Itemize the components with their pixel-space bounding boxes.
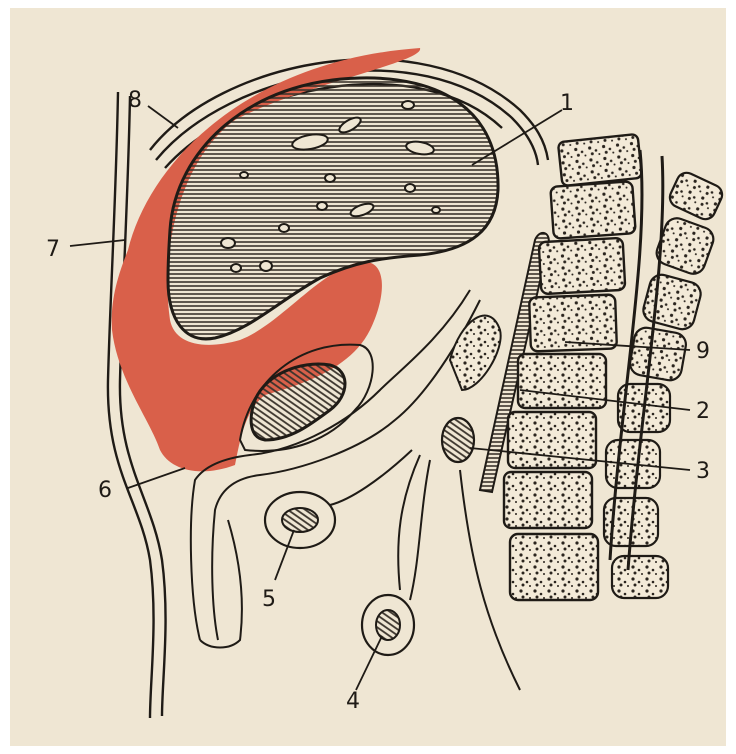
label-5: 5: [262, 587, 276, 612]
label-3: 3: [696, 459, 710, 484]
label-7: 7: [46, 237, 60, 262]
label-6: 6: [98, 478, 112, 503]
label-8: 8: [128, 88, 142, 113]
label-1: 1: [560, 91, 574, 116]
label-2: 2: [696, 399, 710, 424]
label-4: 4: [346, 689, 360, 714]
label-9: 9: [696, 339, 710, 364]
